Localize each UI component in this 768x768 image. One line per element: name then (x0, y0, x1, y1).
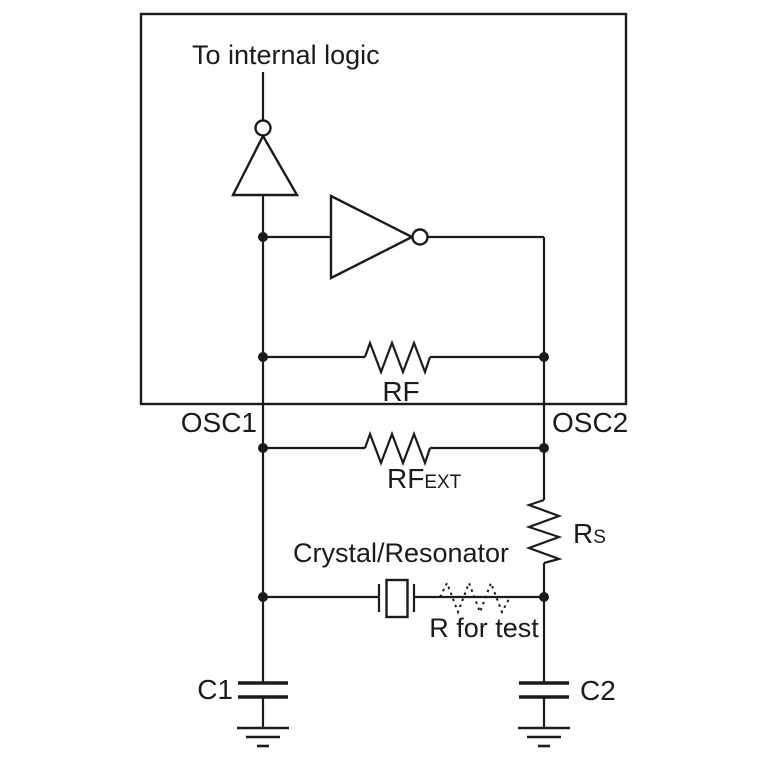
resistor-zigzag (363, 339, 432, 376)
junction-dot (539, 592, 549, 602)
rf-label: RF (382, 376, 419, 407)
resistor-rfext: RFEXT (263, 430, 544, 494)
osc2-pin-label: OSC2 (552, 407, 628, 438)
resistor-rf: RF (263, 339, 544, 407)
junction-dot (258, 592, 268, 602)
junction-dot (258, 352, 268, 362)
ground-symbol (237, 726, 289, 748)
inverter-bubble (411, 228, 429, 246)
capacitor-c2: C2 (518, 675, 616, 748)
junction-dot (539, 352, 549, 362)
junction-dot (258, 232, 268, 242)
resistor-zigzag (525, 498, 563, 565)
inverter-bubble (254, 119, 272, 137)
junction-dot (539, 443, 549, 453)
ic-boundary-box (139, 12, 628, 406)
crystal-body (385, 578, 409, 619)
crystal-label: Crystal/Resonator (293, 538, 509, 568)
inverter-triangle (231, 133, 300, 197)
output-inverter (231, 119, 300, 197)
c1-label: C1 (197, 674, 233, 705)
inverter-triangle (329, 194, 415, 280)
r-for-test-label: R for test (429, 613, 539, 643)
resistor-rs: RS (525, 498, 606, 565)
to-internal-logic-label: To internal logic (192, 40, 380, 70)
ground-symbol (518, 726, 570, 748)
osc1-pin-label: OSC1 (181, 407, 257, 438)
crystal-resonator: Crystal/Resonator (263, 538, 544, 619)
junction-dot (258, 443, 268, 453)
resistor-zigzag (363, 430, 432, 467)
rfext-label: RFEXT (387, 463, 462, 494)
resistor-r-for-test: R for test (429, 580, 539, 643)
c2-label: C2 (580, 675, 616, 706)
capacitor-c1: C1 (197, 674, 289, 748)
feedback-inverter (263, 194, 544, 280)
rs-label: RS (573, 518, 606, 549)
dashed-resistor-zigzag (439, 580, 511, 615)
